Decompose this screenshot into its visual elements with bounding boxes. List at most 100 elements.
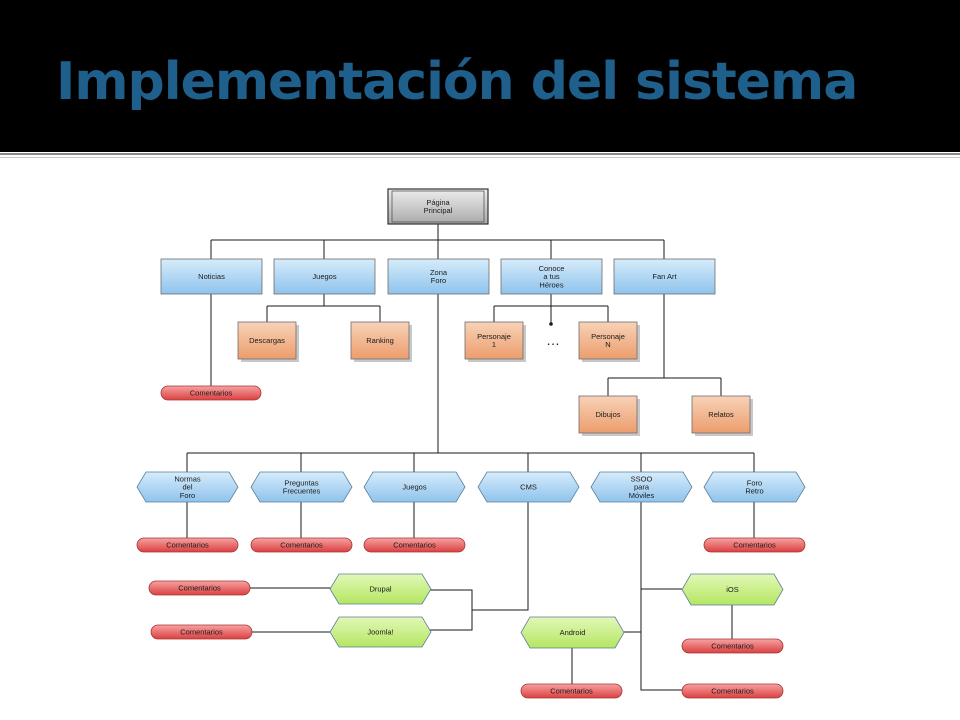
node-shape <box>273 258 376 295</box>
node-shape <box>703 471 806 503</box>
node-shape <box>387 188 489 225</box>
node-ranking: Ranking <box>350 321 412 362</box>
node-label: Fan Art <box>652 272 677 281</box>
node-label: Personaje <box>591 332 625 341</box>
comment-label: Comentarios <box>733 541 776 550</box>
cms-joomla-line <box>430 610 473 631</box>
node-shape <box>250 537 353 553</box>
node-label: Juegos <box>312 272 336 281</box>
ellipsis-more-heroes: … <box>546 332 560 348</box>
node-label: Página <box>426 198 450 207</box>
node-shape <box>464 321 524 360</box>
node-shape <box>160 258 263 295</box>
node-label: Retro <box>745 487 763 496</box>
node-shape <box>520 683 623 699</box>
node-label: a tus <box>543 272 560 281</box>
node-fan-art: Fan Art <box>613 258 716 295</box>
comment-noticias: Comentarios <box>160 385 262 401</box>
comment-label: Comentarios <box>190 389 233 398</box>
comment-label: Comentarios <box>393 541 436 550</box>
node-label: Móviles <box>629 491 655 500</box>
node-label: 1 <box>492 340 496 349</box>
node-relatos: Relatos <box>691 395 753 436</box>
connector-lines <box>186 224 755 691</box>
node-label: Noticias <box>198 272 225 281</box>
node-shape <box>250 471 353 503</box>
node-shape <box>387 258 490 295</box>
node-label: Juegos <box>402 483 426 492</box>
comment-ios: Comentarios <box>681 638 784 654</box>
node-shape <box>691 395 751 434</box>
node-label: Héroes <box>539 280 563 289</box>
node-shape <box>477 471 580 503</box>
node-shape <box>363 537 466 553</box>
node-descargas: Descargas <box>237 321 299 362</box>
ssoo-trunk <box>640 502 682 691</box>
comment-foro-1: Comentarios <box>250 537 353 553</box>
node-inner-border <box>391 190 485 223</box>
node-ios: iOS <box>681 573 784 606</box>
node-shape <box>500 258 603 295</box>
node-label: para <box>634 483 650 492</box>
node-label: Normas <box>174 474 201 483</box>
node-label: Foro <box>431 276 446 285</box>
node-android: Android <box>520 616 625 649</box>
comment-foro-0: Comentarios <box>136 537 239 553</box>
node-label: iOS <box>726 585 739 594</box>
node-label: Relatos <box>708 410 734 419</box>
comment-label: Comentarios <box>178 584 221 593</box>
node-label: Descargas <box>249 336 285 345</box>
node-shape <box>590 471 693 503</box>
node-shape <box>520 616 625 649</box>
cms-drupal-line <box>430 502 529 611</box>
node-label: Frecuentes <box>283 487 321 496</box>
comment-android: Comentarios <box>520 683 623 699</box>
node-label: Ranking <box>366 336 394 345</box>
comment-label: Comentarios <box>550 687 593 696</box>
node-shape <box>578 321 638 360</box>
node-label: Foro <box>180 491 195 500</box>
node-label: Preguntas <box>284 479 318 488</box>
header-divider-thin <box>0 157 960 158</box>
node-shape <box>148 580 251 596</box>
node-noticias: Noticias <box>160 258 263 295</box>
node-shape <box>578 395 638 434</box>
heroes-more-dot <box>549 322 553 326</box>
node-joomla: Joomla! <box>329 616 432 648</box>
node-shape <box>160 385 262 401</box>
comment-label: Comentarios <box>280 541 323 550</box>
node-label: Foro <box>747 479 762 488</box>
header-divider <box>0 153 960 155</box>
comment-joomla: Comentarios <box>150 624 253 640</box>
slide-header <box>0 0 960 152</box>
node-foro-cms: CMS <box>477 471 580 503</box>
comment-label: Comentarios <box>180 628 223 637</box>
comment-label: Comentarios <box>711 642 754 651</box>
node-label: N <box>605 340 610 349</box>
node-dibujos: Dibujos <box>578 395 640 436</box>
slide-title: Implementación del sistema <box>56 52 858 112</box>
node-shape <box>703 537 806 553</box>
node-shape <box>136 537 239 553</box>
node-shape <box>613 258 716 295</box>
comment-ssoo: Comentarios <box>681 683 784 699</box>
node-shape <box>350 321 410 360</box>
node-shape <box>237 321 297 360</box>
node-label: SSOO <box>631 474 653 483</box>
comment-foro-3: Comentarios <box>703 537 806 553</box>
node-label: Conoce <box>539 264 565 273</box>
comment-label: Comentarios <box>711 687 754 696</box>
node-label: Drupal <box>369 585 391 594</box>
node-label: Zona <box>430 268 448 277</box>
node-shape <box>329 616 432 648</box>
